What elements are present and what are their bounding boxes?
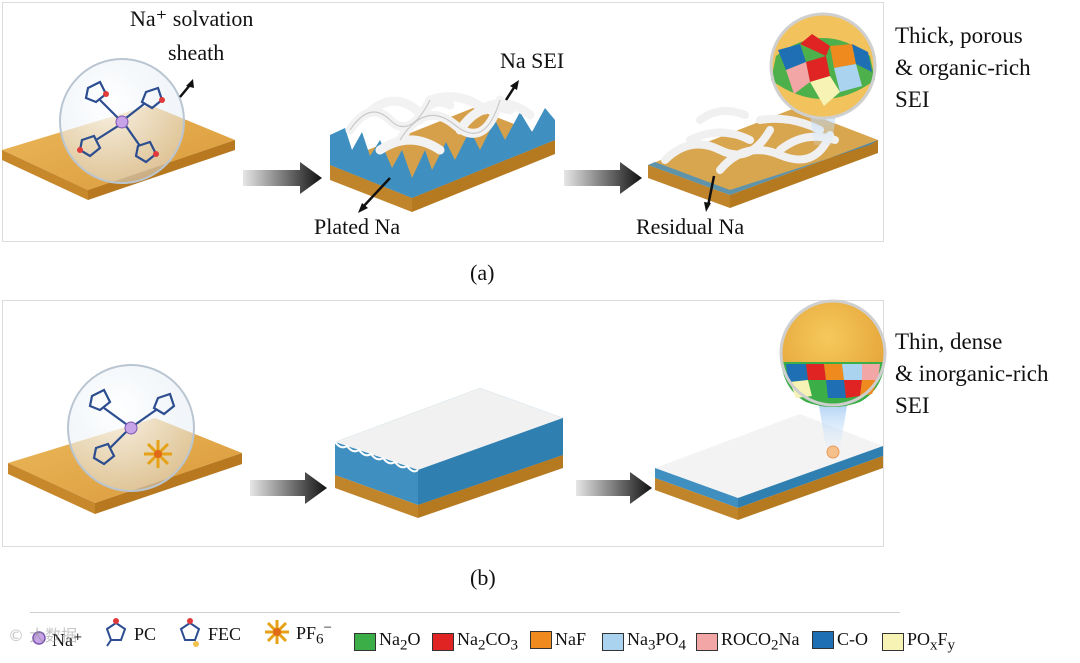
panel-a-residual-block — [648, 107, 878, 208]
legend-naf-label: NaF — [555, 629, 586, 649]
label-solvation-2: sheath — [168, 40, 225, 65]
watermark: © 大数据 — [8, 626, 78, 645]
na3po4-swatch — [602, 632, 624, 651]
panel-a-solvation-bubble — [59, 58, 185, 184]
legend-roco2na: ROCO2Na — [696, 629, 800, 655]
fec-molecule-icon — [176, 617, 204, 652]
label-plated-na: Plated Na — [314, 214, 401, 239]
panel-b-arrow-2 — [576, 472, 652, 504]
poxfy-swatch — [882, 632, 904, 651]
note-a-line1: Thick, porous — [895, 23, 1023, 48]
legend-pf6: PF6− — [262, 617, 332, 652]
note-b-line3: SEI — [895, 393, 930, 418]
legend-na: Na⁺ — [30, 629, 83, 652]
legend-co-label: C-O — [837, 629, 868, 649]
legend-na2co3: Na2CO3 — [432, 629, 518, 655]
label-solvation: Na⁺ solvation — [130, 6, 254, 31]
panel-b-plated-block — [334, 388, 563, 518]
note-a-line3: SEI — [895, 87, 930, 112]
caption-b: (b) — [470, 565, 496, 590]
panel-a-arrow-1 — [243, 162, 322, 194]
roco2na-swatch — [696, 632, 718, 651]
legend-na3po4: Na3PO4 — [602, 629, 686, 655]
legend: Na⁺ PC FEC PF6− Na2O Na2CO3 NaF Na3PO4 R… — [30, 612, 955, 663]
note-a-line2: & organic-rich — [895, 55, 1031, 80]
note-b-line2: & inorganic-rich — [895, 361, 1049, 386]
legend-pc: PC — [102, 617, 156, 652]
legend-fec-label: FEC — [208, 624, 242, 644]
panel-a-plated-block — [330, 92, 555, 212]
legend-na-label: Na⁺ — [52, 630, 83, 650]
legend-roco2na-label: ROCO2Na — [721, 629, 800, 654]
legend-fec: FEC — [176, 617, 241, 652]
panel-a-magnified-sei — [769, 12, 877, 145]
legend-na3po4-label: Na3PO4 — [627, 629, 687, 654]
na2co3-swatch — [432, 632, 454, 651]
panel-b-magnified-sei — [779, 299, 887, 459]
pf6-anion-icon — [262, 617, 292, 652]
naf-swatch — [530, 630, 552, 649]
na-ion-icon — [30, 629, 48, 652]
legend-na2o: Na2O — [354, 629, 421, 655]
legend-poxfy: POxFy — [882, 629, 955, 655]
co-swatch — [812, 630, 834, 649]
panel-b-arrow-1 — [250, 472, 327, 504]
legend-co: C-O — [812, 629, 868, 650]
legend-na2co3-label: Na2CO3 — [457, 629, 519, 654]
legend-pc-label: PC — [134, 624, 157, 644]
note-b-line1: Thin, dense — [895, 329, 1003, 354]
na2o-swatch — [354, 632, 376, 651]
pc-molecule-icon — [102, 617, 130, 652]
legend-poxfy-label: POxFy — [907, 629, 956, 654]
panel-b-dense-block — [655, 414, 883, 520]
legend-na2o-label: Na2O — [379, 629, 421, 654]
legend-naf: NaF — [530, 629, 586, 650]
caption-a: (a) — [470, 260, 495, 285]
label-residual-na: Residual Na — [636, 214, 745, 239]
legend-pf6-label: PF6− — [296, 620, 332, 648]
panel-a-arrow-2 — [564, 162, 642, 194]
label-na-sei: Na SEI — [500, 48, 565, 73]
panel-b-solvation-bubble — [67, 364, 195, 492]
